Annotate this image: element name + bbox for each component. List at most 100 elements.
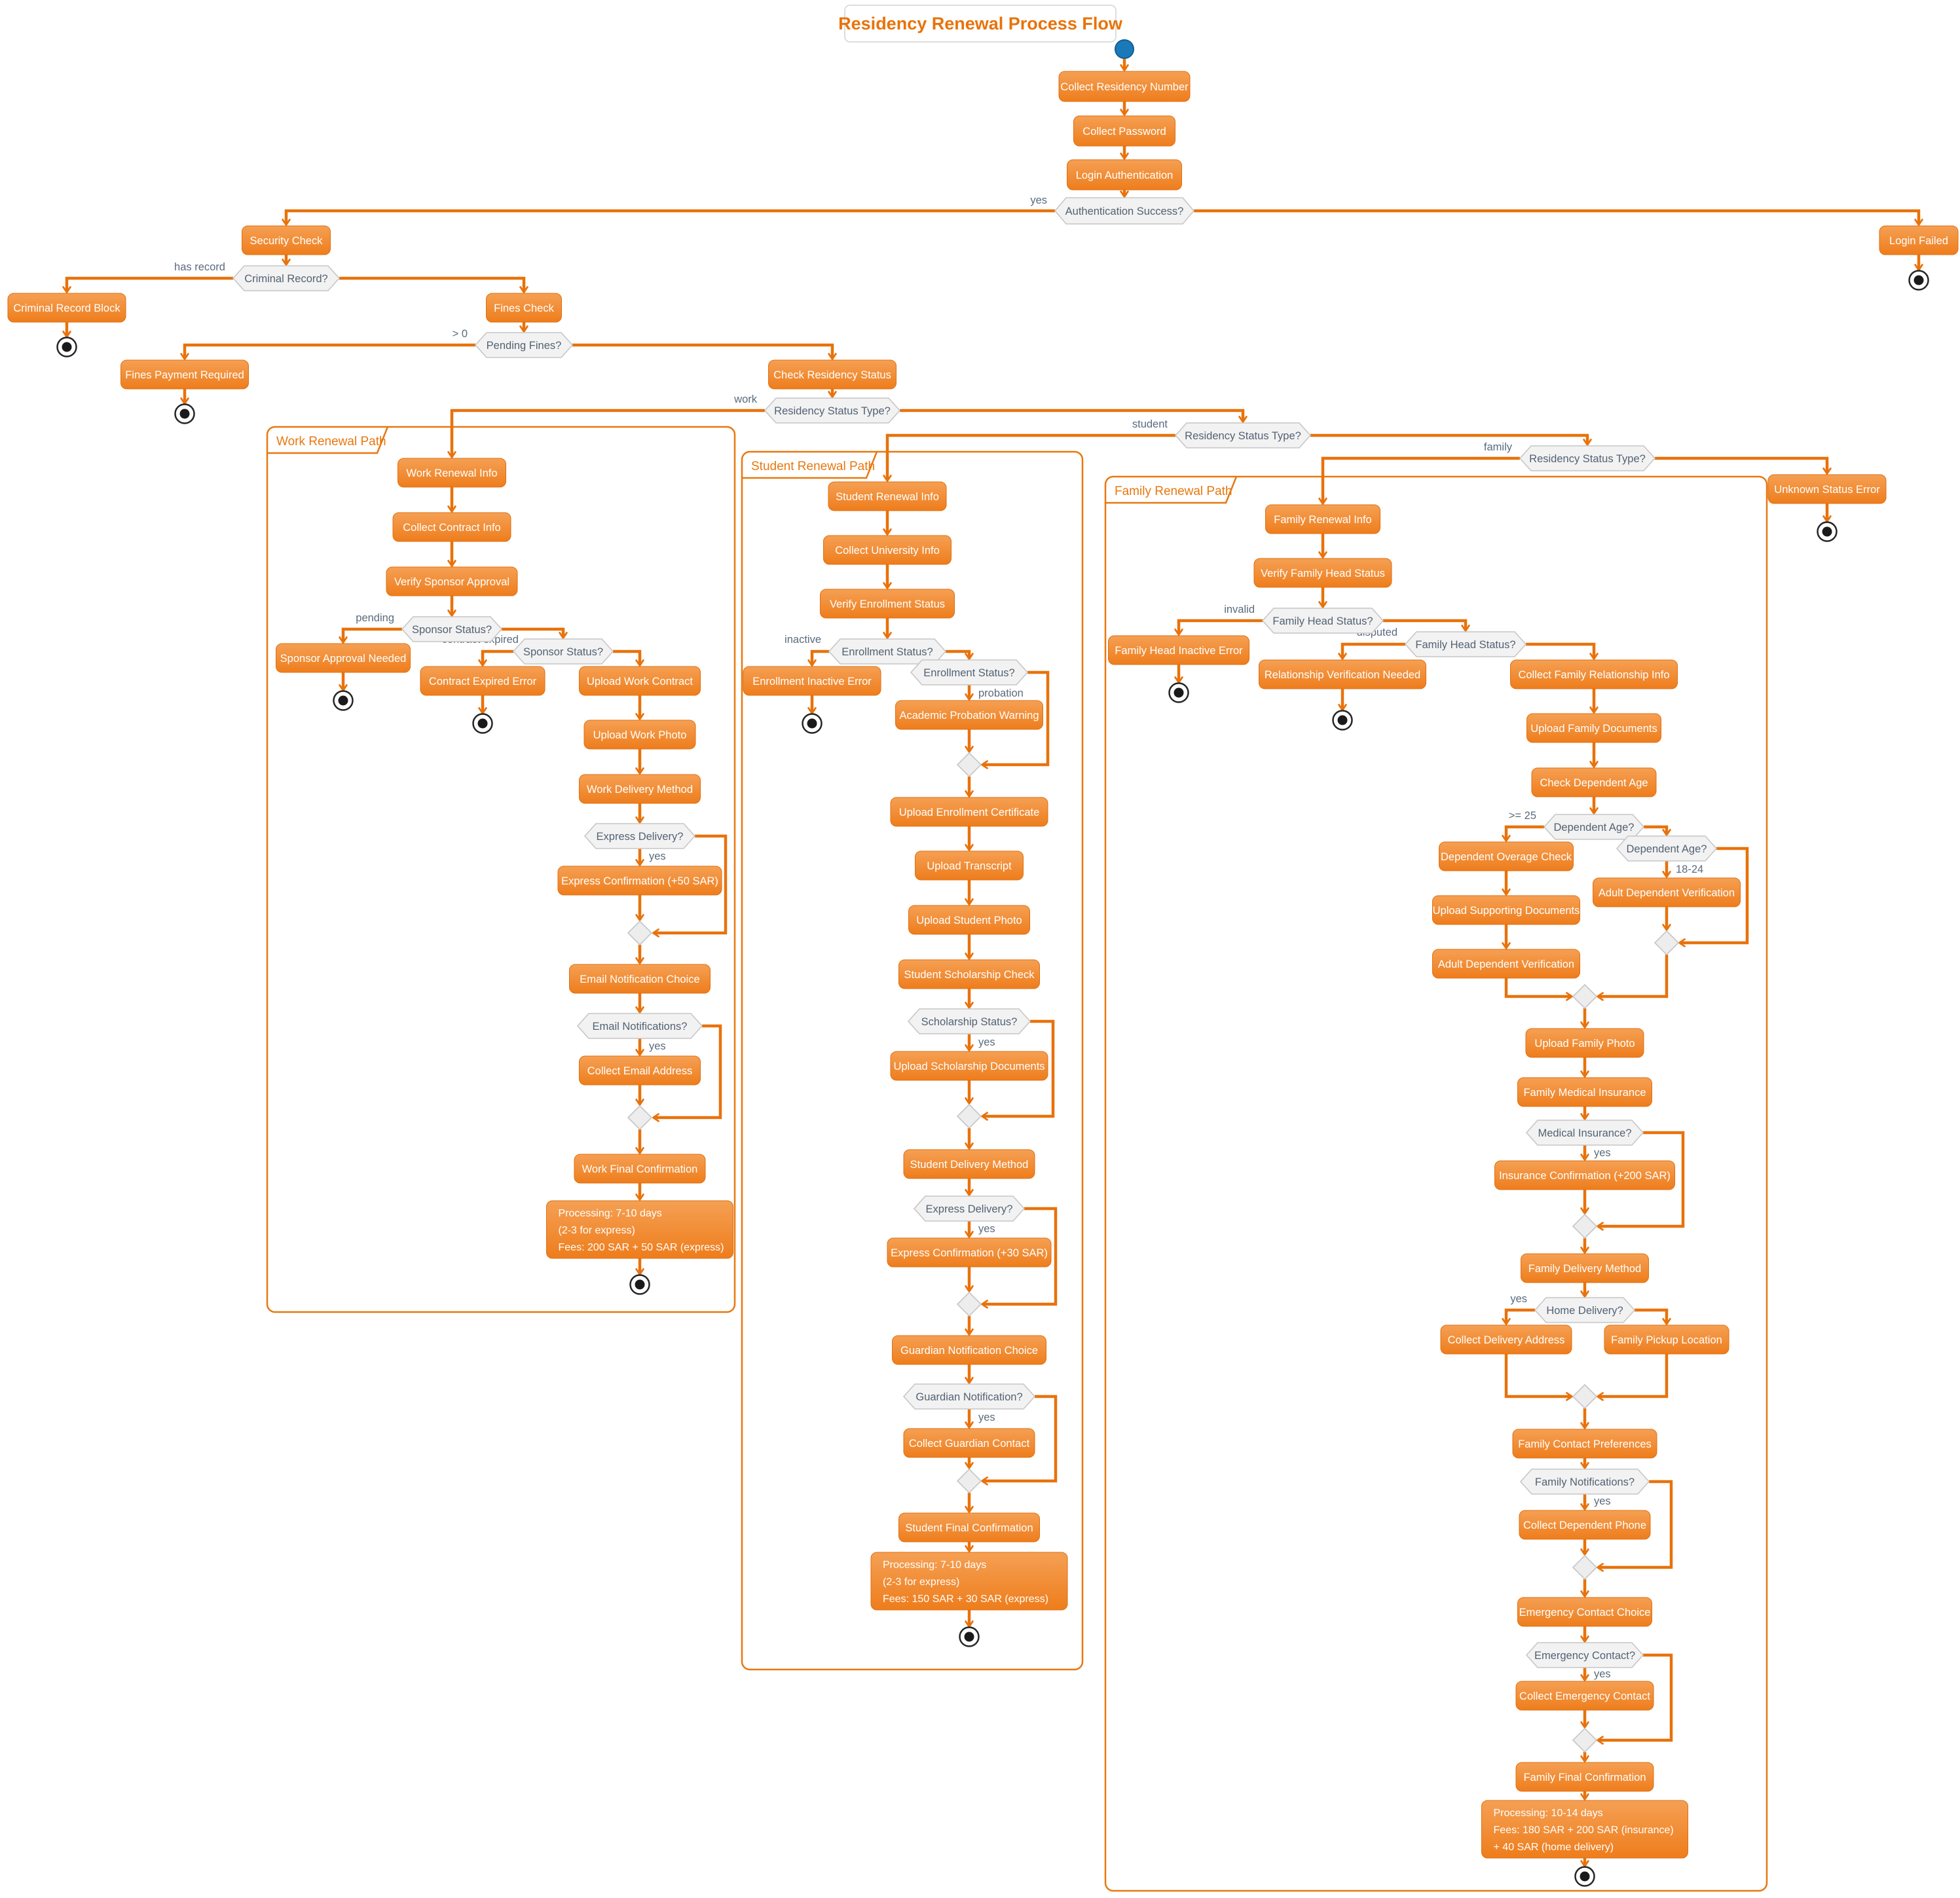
edge-connector bbox=[1338, 642, 1405, 660]
activity-label: Family Medical Insurance bbox=[1523, 1087, 1646, 1099]
decision-shape bbox=[764, 397, 901, 424]
end-end-enrollment-inactive bbox=[802, 713, 823, 734]
edge-label: invalid bbox=[1224, 604, 1255, 615]
activity-dependent-overage-check: Dependent Overage Check bbox=[1439, 841, 1574, 871]
activity-label: Guardian Notification Choice bbox=[900, 1345, 1038, 1357]
edge-connector bbox=[652, 1024, 722, 1122]
activity-box bbox=[892, 1335, 1046, 1365]
activity-box bbox=[743, 666, 881, 696]
activity-box bbox=[887, 1237, 1052, 1268]
decision-label: Enrollment Status? bbox=[841, 646, 933, 658]
edge-label: pending bbox=[356, 612, 394, 624]
edge-connector bbox=[1635, 1308, 1671, 1325]
edge-label: yes bbox=[1594, 1147, 1611, 1159]
decision-shape bbox=[1404, 631, 1527, 657]
edge-connector bbox=[1174, 619, 1263, 636]
activity-box bbox=[828, 481, 947, 511]
activity-box bbox=[420, 666, 545, 696]
decision-dependent-age-1: Dependent Age? bbox=[1543, 814, 1645, 840]
activity-box bbox=[579, 1055, 701, 1086]
activity-upload-family-documents: Upload Family Documents bbox=[1526, 713, 1661, 743]
activity-box bbox=[768, 359, 897, 390]
merge-diamond-merge-family-4 bbox=[1572, 1383, 1598, 1410]
activity-label: Collect Residency Number bbox=[1060, 81, 1189, 93]
activity-label: Upload Transcript bbox=[927, 860, 1012, 872]
end-inner-dot bbox=[1580, 1871, 1590, 1882]
edge-label: yes bbox=[1030, 194, 1047, 206]
edge-connector bbox=[981, 670, 1050, 769]
start-circle bbox=[1115, 39, 1134, 59]
edge-connector bbox=[339, 627, 402, 644]
decision-label: Family Head Status? bbox=[1272, 615, 1373, 627]
end-inner-dot bbox=[179, 409, 190, 419]
edge-label: yes bbox=[1594, 1495, 1611, 1507]
end-end-relationship-verification bbox=[1332, 710, 1353, 731]
activity-label: Upload Scholarship Documents bbox=[893, 1061, 1045, 1072]
activity-box bbox=[908, 905, 1030, 935]
activity-label: Security Check bbox=[250, 235, 324, 247]
decision-label: Family Notifications? bbox=[1535, 1476, 1635, 1488]
activity-verify-enrollment-status: Verify Enrollment Status bbox=[820, 589, 955, 619]
activity-family-final-confirmation: Family Final Confirmation bbox=[1515, 1762, 1654, 1792]
note-line: Fees: 180 SAR + 200 SAR (insurance) bbox=[1494, 1825, 1674, 1836]
edge-label: > 0 bbox=[453, 328, 468, 340]
decision-shape bbox=[1261, 608, 1384, 634]
activity-upload-family-photo: Upload Family Photo bbox=[1525, 1028, 1644, 1058]
decision-shape bbox=[913, 1195, 1026, 1222]
edge-connector bbox=[1597, 1354, 1669, 1401]
activity-collect-family-relationship-info: Collect Family Relationship Info bbox=[1510, 659, 1678, 689]
decision-enrollment-status-1: Enrollment Status? bbox=[828, 638, 947, 665]
activity-label: Collect University Info bbox=[835, 545, 940, 557]
activity-emergency-contact-choice: Emergency Contact Choice bbox=[1517, 1597, 1652, 1627]
activity-label: Collect Family Relationship Info bbox=[1518, 669, 1669, 681]
edge-connector bbox=[339, 276, 528, 293]
activity-box bbox=[1432, 895, 1580, 925]
end-inner-dot bbox=[1822, 526, 1832, 537]
merge-shape bbox=[956, 1468, 982, 1494]
activity-label: Student Delivery Method bbox=[910, 1159, 1029, 1171]
edge-label: yes bbox=[649, 850, 666, 862]
activity-box bbox=[579, 774, 701, 804]
edge-connector bbox=[883, 433, 1175, 482]
activity-box bbox=[7, 293, 126, 323]
decision-family-head-status-2: Family Head Status? bbox=[1404, 631, 1527, 657]
activity-label: Collect Email Address bbox=[587, 1065, 692, 1077]
activity-label: Upload Family Documents bbox=[1530, 723, 1657, 735]
activity-upload-work-photo: Upload Work Photo bbox=[583, 720, 696, 750]
merge-shape bbox=[1572, 1383, 1598, 1410]
frame-border bbox=[741, 450, 1084, 1671]
activity-box bbox=[820, 589, 955, 619]
activity-label: Relationship Verification Needed bbox=[1265, 669, 1421, 681]
activity-collect-email-address: Collect Email Address bbox=[579, 1055, 701, 1086]
activity-adult-dependent-verification-right: Adult Dependent Verification bbox=[1593, 877, 1741, 907]
edge-label: inactive bbox=[785, 634, 821, 646]
activity-box bbox=[1531, 767, 1657, 797]
edge-connector bbox=[478, 649, 513, 666]
end-end-login-failed bbox=[1908, 270, 1929, 291]
edge-connector bbox=[1655, 456, 1832, 475]
activity-upload-work-contract: Upload Work Contract bbox=[579, 666, 701, 696]
activity-work-final-confirmation: Work Final Confirmation bbox=[574, 1154, 706, 1184]
decision-shape bbox=[1174, 422, 1312, 448]
activity-express-confirmation-50: Express Confirmation (+50 SAR) bbox=[557, 866, 722, 896]
merge-diamond-merge-student-1 bbox=[956, 752, 982, 778]
decision-label: Express Delivery? bbox=[597, 831, 684, 843]
activity-family-pickup-location: Family Pickup Location bbox=[1604, 1324, 1729, 1355]
edge-connector bbox=[1678, 847, 1749, 947]
decision-label: Sponsor Status? bbox=[523, 646, 603, 658]
activity-label: Verify Family Head Status bbox=[1261, 568, 1385, 579]
activity-family-delivery-method: Family Delivery Method bbox=[1521, 1253, 1649, 1283]
edge-connector bbox=[1504, 978, 1573, 1001]
decision-shape bbox=[1519, 445, 1656, 471]
edge-connector bbox=[900, 409, 1248, 423]
activity-label: Student Scholarship Check bbox=[904, 969, 1035, 981]
frame-tab bbox=[1105, 476, 1238, 504]
decision-label: Family Head Status? bbox=[1415, 639, 1515, 651]
activity-label: Verify Enrollment Status bbox=[830, 598, 945, 610]
activity-label: Email Notification Choice bbox=[580, 974, 699, 985]
end-end-fines-payment bbox=[174, 403, 195, 424]
activity-work-renewal-info: Work Renewal Info bbox=[398, 458, 506, 488]
activity-criminal-record-block: Criminal Record Block bbox=[7, 293, 126, 323]
